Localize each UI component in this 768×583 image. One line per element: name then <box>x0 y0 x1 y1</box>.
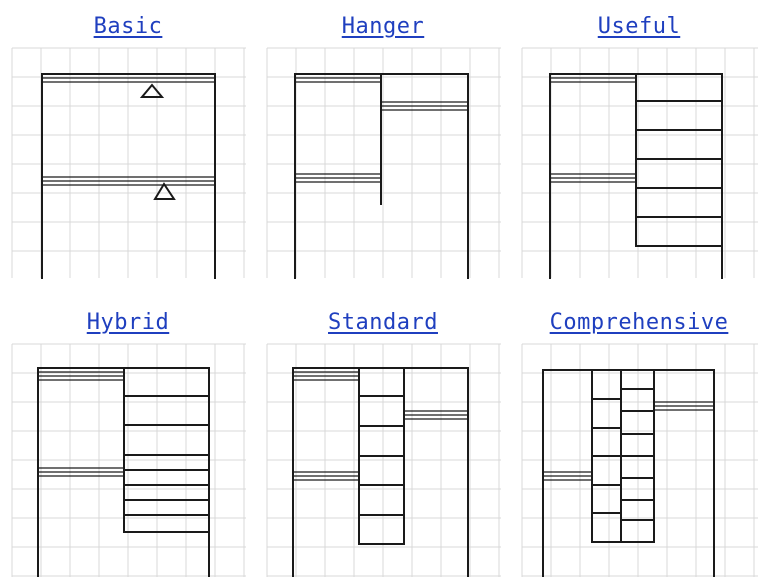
panel-basic: Basic <box>8 8 248 280</box>
closet-outline <box>41 73 216 279</box>
graph-paper-grid <box>266 47 501 278</box>
hanging-rod-left <box>543 471 592 481</box>
hanging-rod-left-top <box>293 371 359 381</box>
shelf-stack <box>123 395 210 533</box>
graph-paper-grid <box>521 343 758 577</box>
panel-title-useful: Useful <box>597 14 681 39</box>
graph-paper-grid <box>11 343 246 577</box>
right-shelf-tower <box>620 369 655 543</box>
panel-title-hybrid: Hybrid <box>86 310 170 335</box>
hanging-rod-right <box>404 410 468 420</box>
graph-paper-grid <box>266 343 501 577</box>
left-shelf-tower <box>591 369 622 543</box>
panel-title-comprehensive: Comprehensive <box>549 310 729 335</box>
panel-hanger: Hanger <box>263 8 503 280</box>
hanging-rod-left-top <box>550 77 636 83</box>
panel-title-hanger: Hanger <box>341 14 425 39</box>
hanging-rod-left-bottom <box>293 471 359 481</box>
closet-outline <box>542 369 715 577</box>
hanging-rod-bottom <box>42 176 215 186</box>
closet-useful-diagram <box>521 47 758 279</box>
closet-outline <box>294 73 469 279</box>
hanging-rod-right <box>381 101 468 111</box>
panel-hybrid: Hybrid <box>8 304 248 579</box>
closet-comprehensive-diagram <box>521 343 758 577</box>
center-shelf-tower <box>358 367 405 545</box>
panel-title-basic: Basic <box>93 14 163 39</box>
closet-hybrid-diagram <box>11 343 246 577</box>
hanging-rod-top <box>42 77 215 83</box>
hanger-icon <box>153 182 176 200</box>
panel-useful: Useful <box>518 8 760 280</box>
hanging-rod-left-top <box>295 77 381 83</box>
shelf-stack <box>635 100 723 247</box>
closet-standard-diagram <box>266 343 501 577</box>
panel-comprehensive: Comprehensive <box>518 304 760 579</box>
closet-basic-diagram <box>11 47 246 279</box>
hanging-rod-right <box>654 401 714 411</box>
hanging-rod-left-top <box>38 371 124 381</box>
panel-standard: Standard <box>263 304 503 579</box>
hanger-icon <box>139 83 165 98</box>
hanging-rod-left-bottom <box>38 467 124 477</box>
panel-title-standard: Standard <box>328 310 438 335</box>
hanging-rod-left-bottom <box>550 173 636 183</box>
closet-hanger-diagram <box>266 47 501 279</box>
hanging-rod-left-bottom <box>295 173 381 183</box>
